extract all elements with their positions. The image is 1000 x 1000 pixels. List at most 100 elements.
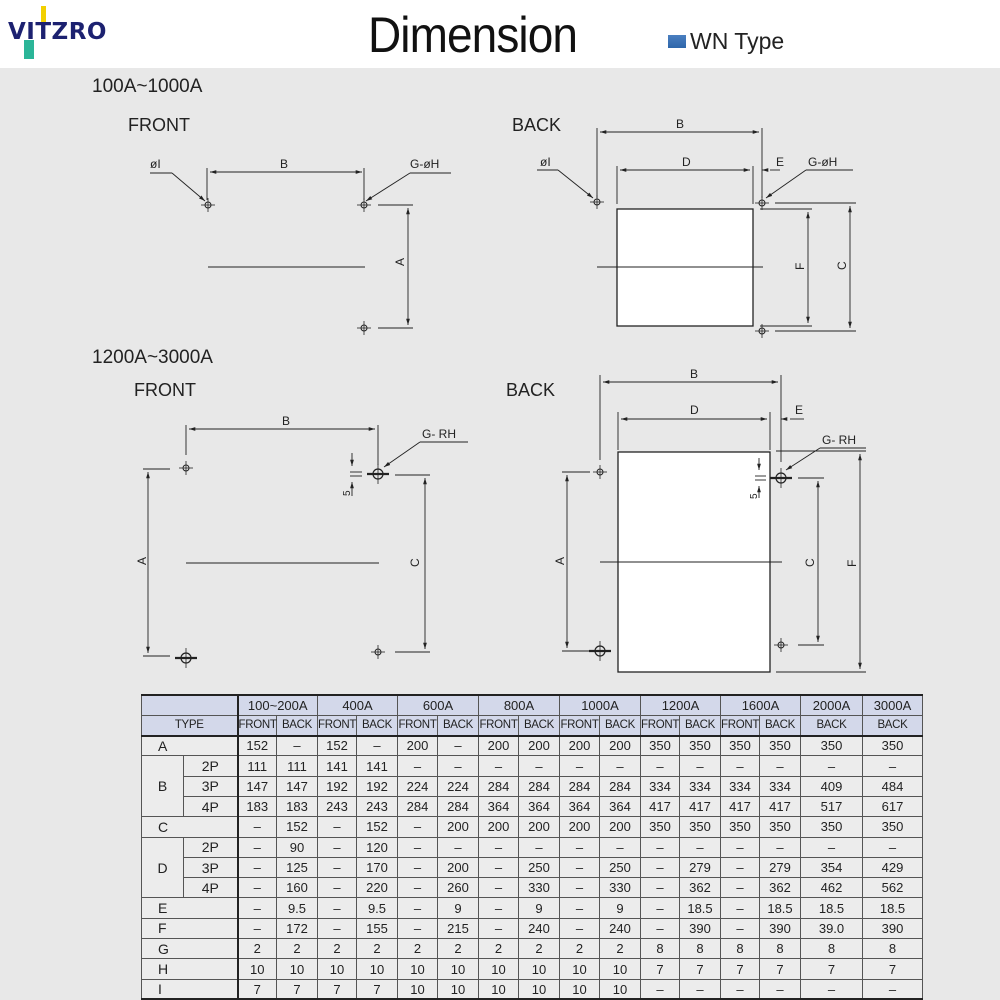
pole-label: 3P <box>183 856 239 879</box>
value-cell: 364 <box>599 795 641 818</box>
value-cell: 200 <box>559 816 600 838</box>
value-cell: 10 <box>478 958 519 980</box>
value-cell: 125 <box>276 856 318 879</box>
section-range-2: 1200A~3000A <box>92 347 213 368</box>
value-cell: 364 <box>518 795 560 818</box>
value-cell: – <box>317 816 357 838</box>
value-cell: 220 <box>356 877 398 899</box>
value-cell: 243 <box>317 795 357 818</box>
value-cell: 7 <box>720 958 760 980</box>
value-cell: 417 <box>759 795 801 818</box>
value-cell: 562 <box>862 877 923 899</box>
side-header: BACK <box>356 714 398 737</box>
value-cell: 18.5 <box>862 897 923 919</box>
value-cell: 10 <box>559 978 600 1000</box>
value-cell: 334 <box>759 775 801 797</box>
value-cell: – <box>317 856 357 879</box>
page-header: VITZRO Dimension WN Type <box>0 0 1000 68</box>
dimension-table: 100~200A 400A 600A 800A 1000A 1200A 1600… <box>141 693 923 1000</box>
value-cell: 10 <box>559 958 600 980</box>
value-cell: 147 <box>276 775 318 797</box>
value-cell: – <box>759 755 801 777</box>
value-cell: 7 <box>237 978 277 1000</box>
dim-five-label: 5 <box>749 493 760 499</box>
value-cell: 170 <box>356 856 398 879</box>
value-cell: 141 <box>317 755 357 777</box>
logo-accent-green <box>24 40 34 59</box>
value-cell: 417 <box>640 795 680 818</box>
back-drawing-2 <box>562 375 866 673</box>
value-cell: 200 <box>478 735 519 757</box>
value-cell: 334 <box>720 775 760 797</box>
value-cell: 10 <box>437 958 479 980</box>
value-cell: – <box>640 877 680 899</box>
value-cell: 260 <box>437 877 479 899</box>
value-cell: 350 <box>679 735 721 757</box>
value-cell: – <box>356 735 398 757</box>
value-cell: 111 <box>237 755 277 777</box>
value-cell: – <box>559 897 600 919</box>
value-cell: 90 <box>276 836 318 858</box>
value-cell: – <box>679 836 721 858</box>
vitzro-logo: VITZRO <box>8 6 148 62</box>
side-header: FRONT <box>237 714 277 737</box>
value-cell: 10 <box>518 978 560 1000</box>
value-cell: 250 <box>518 856 560 879</box>
side-header: FRONT <box>720 714 760 737</box>
dim-e-label: E <box>776 155 784 169</box>
dim-a-label: A <box>393 258 407 266</box>
value-cell: 200 <box>559 735 600 757</box>
value-cell: 7 <box>759 958 801 980</box>
param-label: H <box>141 958 239 980</box>
value-cell: 284 <box>437 795 479 818</box>
value-cell: 8 <box>720 938 760 960</box>
value-cell: 350 <box>800 735 863 757</box>
group-header: 1600A <box>720 693 801 716</box>
front-label-2: FRONT <box>134 380 196 400</box>
front-drawing-1 <box>150 168 451 336</box>
value-cell: 409 <box>800 775 863 797</box>
pole-label: 3P <box>183 775 239 797</box>
group-header: 2000A <box>800 693 863 716</box>
dim-b-label: B <box>280 157 288 171</box>
value-cell: – <box>720 856 760 879</box>
value-cell: – <box>237 836 277 858</box>
value-cell: 350 <box>720 735 760 757</box>
side-header: FRONT <box>559 714 600 737</box>
dim-e-label: E <box>795 403 803 417</box>
value-cell: 484 <box>862 775 923 797</box>
value-cell: 390 <box>759 917 801 940</box>
back-label-1: BACK <box>512 115 562 135</box>
value-cell: 2 <box>237 938 277 960</box>
value-cell: – <box>478 877 519 899</box>
value-cell: 284 <box>559 775 600 797</box>
value-cell: – <box>237 816 277 838</box>
value-cell: 111 <box>276 755 318 777</box>
value-cell: 200 <box>599 816 641 838</box>
value-cell: – <box>437 836 479 858</box>
value-cell: – <box>237 897 277 919</box>
value-cell: 10 <box>317 958 357 980</box>
param-label: C <box>141 816 239 838</box>
dim-hole-i-label: øI <box>540 155 551 169</box>
value-cell: 7 <box>640 958 680 980</box>
value-cell: – <box>862 836 923 858</box>
value-cell: 284 <box>397 795 438 818</box>
value-cell: 18.5 <box>759 897 801 919</box>
value-cell: – <box>640 978 680 1000</box>
value-cell: – <box>237 917 277 940</box>
value-cell: – <box>237 856 277 879</box>
value-cell: 183 <box>237 795 277 818</box>
dim-hole-grh-label: G- RH <box>422 427 456 441</box>
value-cell: 10 <box>599 958 641 980</box>
value-cell: – <box>559 877 600 899</box>
side-header: BACK <box>276 714 318 737</box>
dim-f-label: F <box>845 560 859 567</box>
value-cell: 192 <box>317 775 357 797</box>
value-cell: – <box>559 755 600 777</box>
dim-five-label: 5 <box>342 490 353 496</box>
